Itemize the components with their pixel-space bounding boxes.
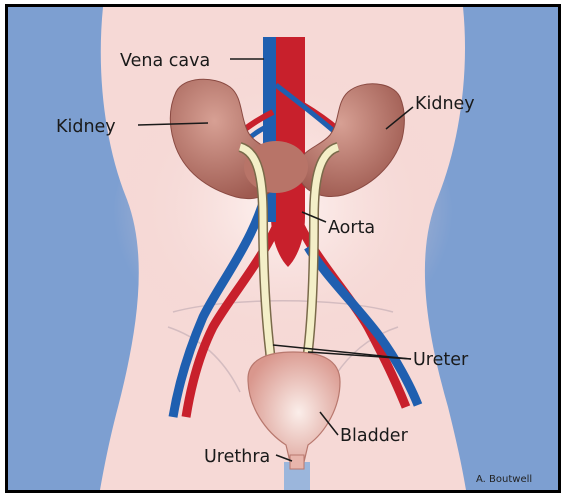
label-aorta: Aorta (328, 218, 375, 238)
diagram-frame: Vena cava Kidney Kidney Aorta Ureter Bla… (5, 4, 561, 493)
urethra-organ (290, 455, 304, 469)
urinary-system-diagram: Vena cava Kidney Kidney Aorta Ureter Bla… (8, 7, 558, 490)
label-ureter: Ureter (413, 350, 469, 370)
label-vena-cava: Vena cava (120, 51, 210, 71)
label-kidney-right: Kidney (415, 94, 475, 114)
label-bladder: Bladder (340, 426, 409, 446)
credit-text: A. Boutwell (476, 474, 532, 485)
label-urethra: Urethra (204, 447, 270, 467)
label-kidney-left: Kidney (56, 117, 116, 137)
